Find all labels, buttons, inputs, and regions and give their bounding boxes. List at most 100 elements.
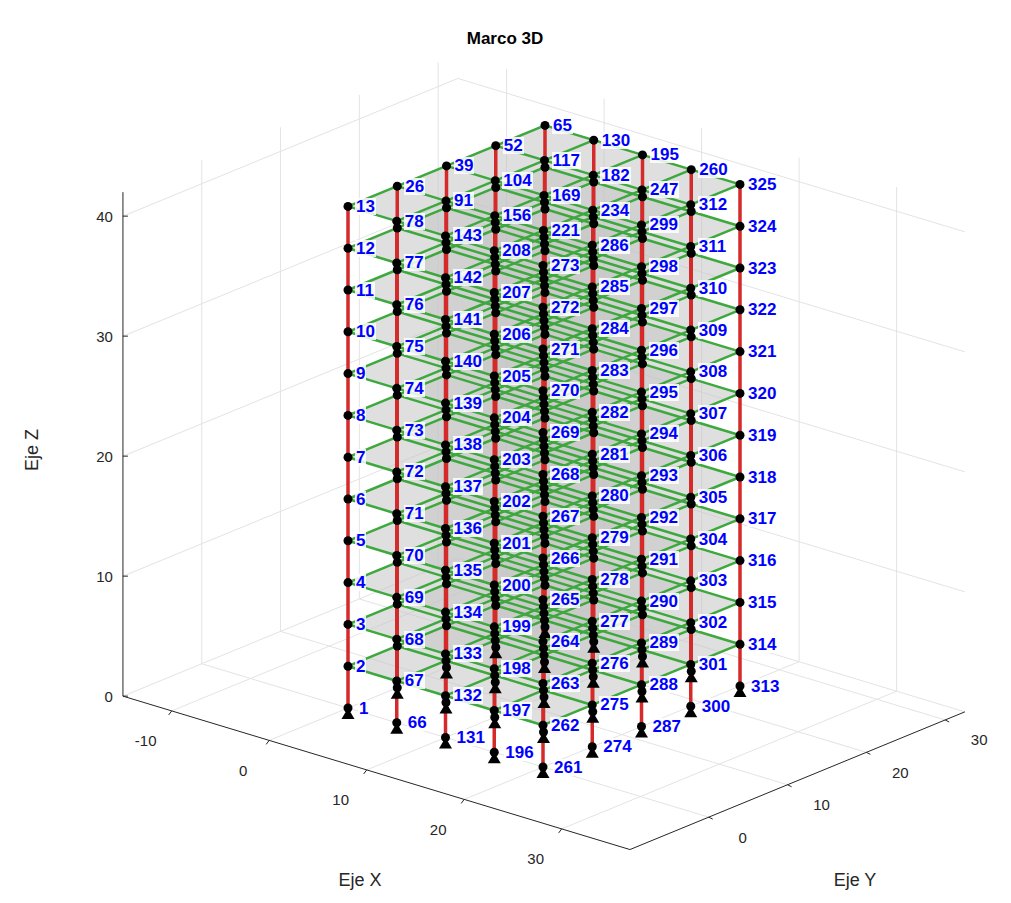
node-number: 278 bbox=[599, 571, 629, 588]
node-dot bbox=[441, 733, 450, 742]
tick-label: 20 bbox=[430, 822, 447, 837]
node-dot bbox=[637, 555, 646, 564]
node-number: 260 bbox=[698, 161, 728, 178]
beam-element bbox=[495, 222, 544, 237]
node-number: 304 bbox=[698, 531, 728, 548]
node-dot bbox=[441, 440, 450, 449]
node-number: 314 bbox=[747, 636, 777, 653]
node-number: 76 bbox=[404, 296, 425, 313]
grid-line bbox=[123, 318, 458, 456]
node-dot bbox=[539, 226, 548, 235]
node-number: 12 bbox=[355, 240, 376, 257]
node-dot bbox=[490, 455, 499, 464]
node-dot bbox=[539, 595, 548, 604]
tick-mark bbox=[123, 336, 128, 337]
beam-element bbox=[397, 562, 446, 577]
column-element bbox=[346, 666, 350, 708]
node-dot bbox=[588, 659, 597, 668]
node-dot bbox=[490, 413, 499, 422]
beam-element bbox=[544, 314, 593, 329]
node-dot bbox=[637, 388, 646, 397]
beam-element bbox=[495, 466, 544, 481]
node-number: 320 bbox=[747, 385, 777, 402]
node-number: 140 bbox=[453, 353, 483, 370]
beam-element bbox=[446, 577, 495, 592]
node-number: 234 bbox=[600, 202, 630, 219]
tick-label: 0 bbox=[739, 830, 747, 845]
node-number: 1 bbox=[358, 700, 369, 717]
beam-element bbox=[642, 274, 691, 289]
node-number: 296 bbox=[649, 342, 679, 359]
column-element bbox=[346, 374, 350, 416]
node-number: 68 bbox=[404, 631, 425, 648]
beam-element bbox=[642, 315, 691, 330]
node-dot bbox=[392, 426, 401, 435]
node-dot bbox=[392, 635, 401, 644]
node-dot bbox=[441, 649, 450, 658]
node-dot bbox=[344, 578, 353, 587]
node-dot bbox=[588, 324, 597, 333]
tick-label: 20 bbox=[892, 765, 909, 780]
node-number: 169 bbox=[551, 187, 581, 204]
tick-label: 10 bbox=[813, 797, 830, 812]
column-element bbox=[738, 184, 742, 226]
node-dot bbox=[490, 664, 499, 673]
beam-element bbox=[642, 357, 691, 372]
node-dot bbox=[588, 491, 597, 500]
node-dot bbox=[344, 244, 353, 253]
node-number: 263 bbox=[550, 675, 580, 692]
node-number: 301 bbox=[698, 656, 728, 673]
node-number: 310 bbox=[698, 280, 728, 297]
node-dot bbox=[392, 258, 401, 267]
node-dot bbox=[637, 722, 646, 731]
node-dot bbox=[441, 357, 450, 366]
node-dot bbox=[491, 176, 500, 185]
beam-element bbox=[544, 279, 593, 294]
axis-line bbox=[630, 712, 965, 850]
grid-line bbox=[464, 662, 799, 800]
node-dot bbox=[344, 495, 353, 504]
node-dot bbox=[589, 171, 598, 180]
node-dot bbox=[736, 347, 745, 356]
node-dot bbox=[539, 763, 548, 772]
node-number: 75 bbox=[404, 338, 425, 355]
beam-element bbox=[643, 364, 692, 379]
column-element bbox=[346, 206, 350, 248]
beam-element bbox=[446, 368, 495, 383]
node-dot bbox=[686, 284, 695, 293]
beam-element bbox=[447, 291, 496, 306]
beam-element bbox=[447, 626, 496, 641]
beam-element bbox=[545, 167, 594, 182]
node-dot bbox=[736, 640, 745, 649]
node-number: 201 bbox=[501, 535, 531, 552]
node-number: 322 bbox=[747, 301, 777, 318]
node-number: 200 bbox=[501, 577, 531, 594]
beam-element bbox=[691, 588, 740, 603]
beam-element bbox=[495, 599, 544, 614]
node-number: 317 bbox=[747, 510, 777, 527]
node-dot bbox=[736, 431, 745, 440]
beam-element bbox=[642, 608, 691, 623]
tick-mark bbox=[364, 770, 367, 774]
node-dot bbox=[392, 509, 401, 518]
node-dot bbox=[588, 450, 597, 459]
node-number: 287 bbox=[652, 718, 682, 735]
column-element bbox=[346, 499, 350, 541]
beam-element bbox=[642, 399, 691, 414]
node-number: 7 bbox=[355, 449, 366, 466]
node-dot bbox=[441, 399, 450, 408]
node-dot bbox=[441, 482, 450, 491]
node-dot bbox=[539, 345, 548, 354]
node-dot bbox=[736, 305, 745, 314]
node-number: 71 bbox=[404, 505, 425, 522]
node-number: 70 bbox=[404, 547, 425, 564]
beam-element bbox=[643, 322, 692, 337]
beam-element bbox=[397, 353, 446, 368]
node-number: 281 bbox=[599, 446, 629, 463]
beam-element bbox=[495, 550, 544, 565]
beam-element bbox=[446, 326, 495, 341]
node-number: 286 bbox=[599, 237, 629, 254]
node-number: 300 bbox=[701, 698, 731, 715]
tick-mark bbox=[123, 456, 128, 457]
beam-element bbox=[593, 426, 642, 441]
